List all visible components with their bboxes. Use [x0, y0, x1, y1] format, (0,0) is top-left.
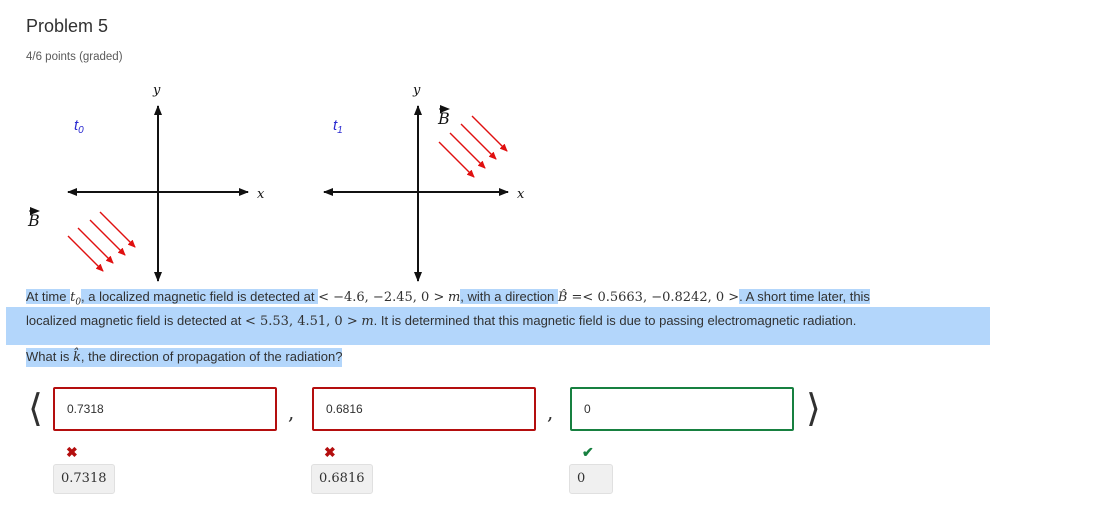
answer-z-input[interactable]: [570, 387, 794, 431]
left-field-label: B: [27, 207, 40, 230]
answer-x-preview: 0.7318: [53, 464, 115, 494]
vector-open-bracket: ⟨: [28, 386, 43, 430]
incorrect-icon: ✖: [324, 444, 336, 460]
svg-text:t1: t1: [333, 117, 343, 136]
left-axes: [67, 105, 249, 282]
question-text: What is k̂, the direction of propagation…: [26, 348, 343, 367]
separator-comma: ,: [547, 400, 554, 424]
t1-sub: 1: [337, 125, 343, 136]
answer-y-preview: 0.6816: [311, 464, 373, 494]
separator-comma: ,: [288, 400, 295, 424]
svg-text:B: B: [437, 109, 450, 128]
right-axis-y-label: y: [412, 83, 421, 98]
problem-paragraph: At time t0, a localized magnetic field i…: [26, 289, 870, 329]
field-diagram: y x t0 y x t1 B B: [27, 83, 525, 282]
vector-close-bracket: ⟩: [806, 386, 821, 430]
correct-icon: ✔: [582, 444, 594, 460]
left-axis-y-label: y: [152, 83, 161, 98]
t0-label: t: [74, 117, 79, 134]
selection-highlight: [6, 307, 990, 345]
incorrect-icon: ✖: [66, 444, 78, 460]
right-axis-x-label: x: [517, 187, 525, 202]
t0-sub: 0: [78, 125, 84, 136]
left-axis-x-label: x: [257, 187, 265, 202]
right-field-label: B: [437, 105, 450, 128]
svg-text:t0: t0: [74, 117, 84, 136]
answer-y-input[interactable]: [312, 387, 536, 431]
svg-text:B: B: [27, 211, 40, 230]
answer-x-input[interactable]: [53, 387, 277, 431]
points-status: 4/6 points (graded): [26, 51, 123, 63]
right-field-arrows: [438, 115, 508, 178]
right-axes: [323, 105, 509, 282]
t1-label: t: [333, 117, 338, 134]
problem-title: Problem 5: [26, 16, 109, 36]
answer-z-preview: 0: [569, 464, 613, 494]
left-field-arrows: [67, 211, 136, 272]
